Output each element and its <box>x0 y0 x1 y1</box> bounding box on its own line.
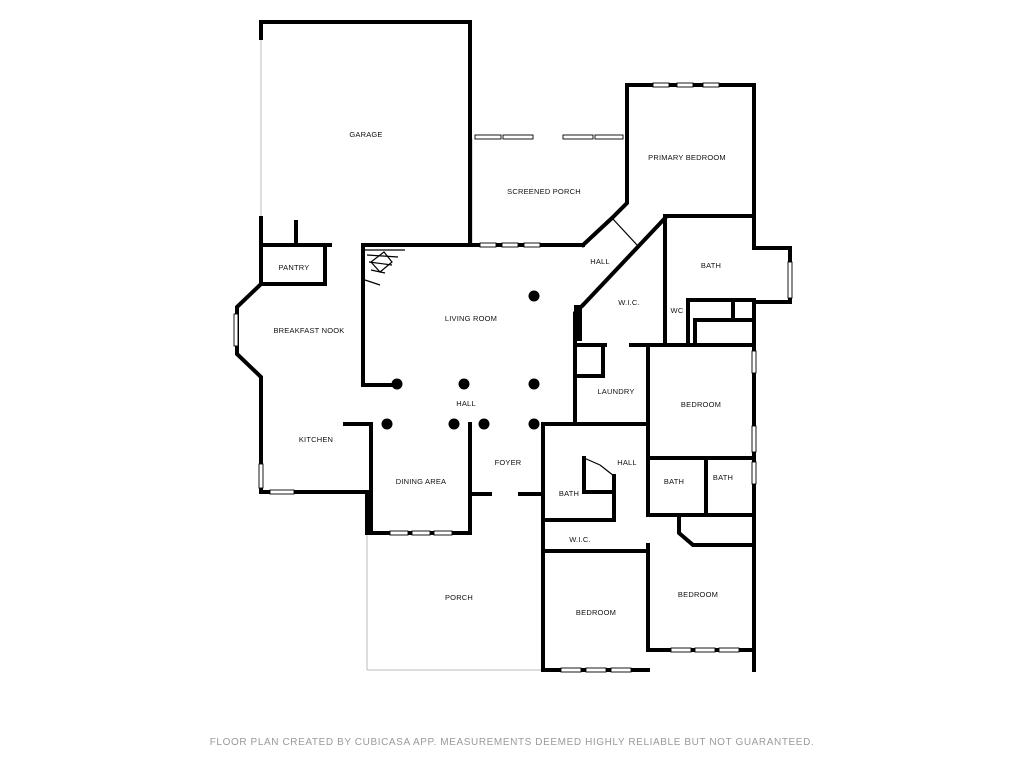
room-foyer: FOYER <box>495 458 522 467</box>
room-pantry: PANTRY <box>279 263 310 272</box>
room-laundry: LAUNDRY <box>597 387 634 396</box>
windows <box>233 82 793 673</box>
room-bedroom-lower-right: BEDROOM <box>678 590 718 599</box>
room-hall-upper: HALL <box>590 257 610 266</box>
room-bath-lower-right: BATH <box>713 473 733 482</box>
footer-disclaimer: FLOOR PLAN CREATED BY CUBICASA APP. MEAS… <box>210 737 815 748</box>
room-kitchen: KITCHEN <box>299 435 333 444</box>
room-primary-bedroom: PRIMARY BEDROOM <box>648 153 726 162</box>
room-bath-primary: BATH <box>701 261 721 270</box>
room-hall-lower: HALL <box>617 458 637 467</box>
fireplace-block <box>574 305 582 341</box>
walls <box>235 20 792 672</box>
room-wic-primary: W.I.C. <box>618 298 640 307</box>
room-bath-lower-mid: BATH <box>664 477 684 486</box>
room-bath-lower-left: BATH <box>559 489 579 498</box>
room-porch: PORCH <box>445 593 473 602</box>
thin-details <box>363 217 638 477</box>
room-bedroom-right: BEDROOM <box>681 400 721 409</box>
room-screened-porch: SCREENED PORCH <box>507 187 581 196</box>
room-hall-center: HALL <box>456 399 476 408</box>
room-wc: WC <box>671 306 684 315</box>
room-garage: GARAGE <box>349 130 382 139</box>
room-wic-lower: W.I.C. <box>569 535 591 544</box>
room-dining-area: DINING AREA <box>396 477 447 486</box>
room-bedroom-lower-left: BEDROOM <box>576 608 616 617</box>
open-edges <box>260 22 543 671</box>
room-labels: GARAGE SCREENED PORCH PRIMARY BEDROOM HA… <box>273 130 733 617</box>
columns <box>381 290 540 430</box>
room-breakfast-nook: BREAKFAST NOOK <box>273 326 344 335</box>
room-living-room: LIVING ROOM <box>445 314 497 323</box>
